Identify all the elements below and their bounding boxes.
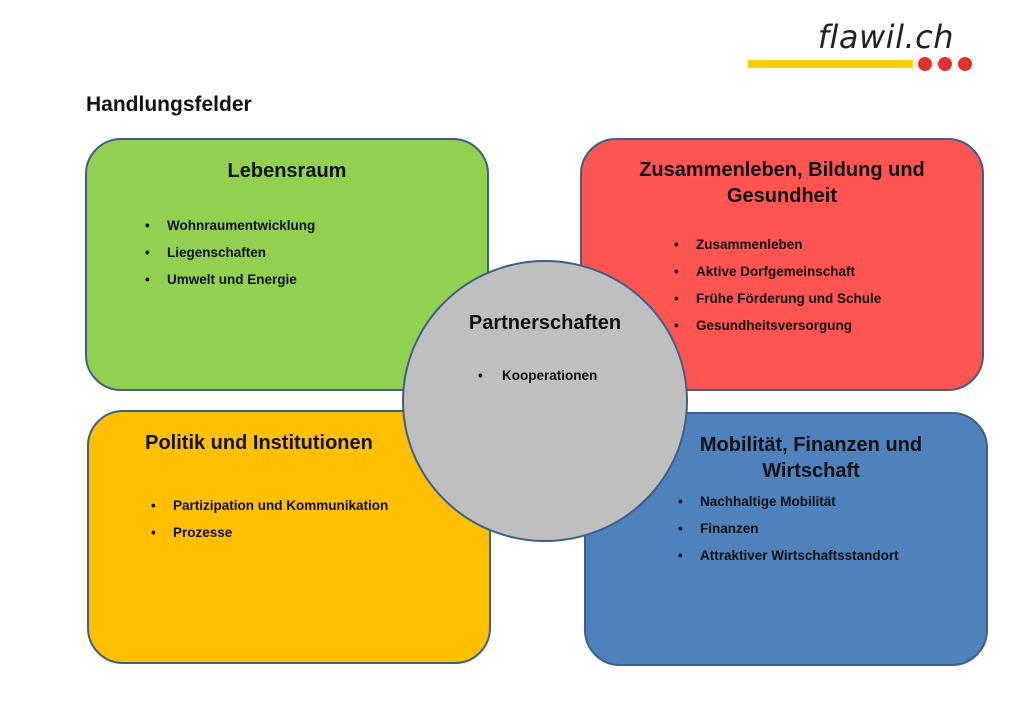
title-line: Gesundheit <box>726 185 837 207</box>
field-partnerschaften: Partnerschaften Kooperationen <box>402 260 688 542</box>
title-line: Zusammenleben, Bildung und <box>639 159 925 181</box>
logo-dot <box>938 57 952 71</box>
list-item: Gesundheitsversorgung <box>674 312 881 339</box>
logo-dot <box>918 57 932 71</box>
list-item: Umwelt und Energie <box>145 266 315 293</box>
list-item: Prozesse <box>151 519 388 546</box>
field-title: Lebensraum <box>227 160 347 182</box>
field-lebensraum: Lebensraum Wohnraumentwicklung Liegensch… <box>85 138 489 391</box>
list-item: Partizipation und Kommunikation <box>151 492 388 519</box>
title-line: Mobilität, Finanzen und <box>699 434 923 456</box>
logo-text: flawil.ch <box>817 18 954 56</box>
list-item: Frühe Förderung und Schule <box>674 285 881 312</box>
list-item: Aktive Dorfgemeinschaft <box>674 258 881 285</box>
logo-dot <box>958 57 972 71</box>
list-item: Zusammenleben <box>674 231 881 258</box>
field-title: Partnerschaften <box>468 312 622 334</box>
list-item: Attraktiver Wirtschaftsstandort <box>678 542 899 569</box>
logo-bar <box>748 60 913 68</box>
list-item: Liegenschaften <box>145 239 315 266</box>
list-item: Wohnraumentwicklung <box>145 212 315 239</box>
list-item: Nachhaltige Mobilität <box>678 488 899 515</box>
title-line: Wirtschaft <box>762 460 860 482</box>
list-item: Kooperationen <box>478 368 597 383</box>
page-title: Handlungsfelder <box>86 93 252 116</box>
flawil-logo: flawil.ch <box>748 18 978 76</box>
field-title: Politik und Institutionen <box>145 432 373 454</box>
list-item: Finanzen <box>678 515 899 542</box>
